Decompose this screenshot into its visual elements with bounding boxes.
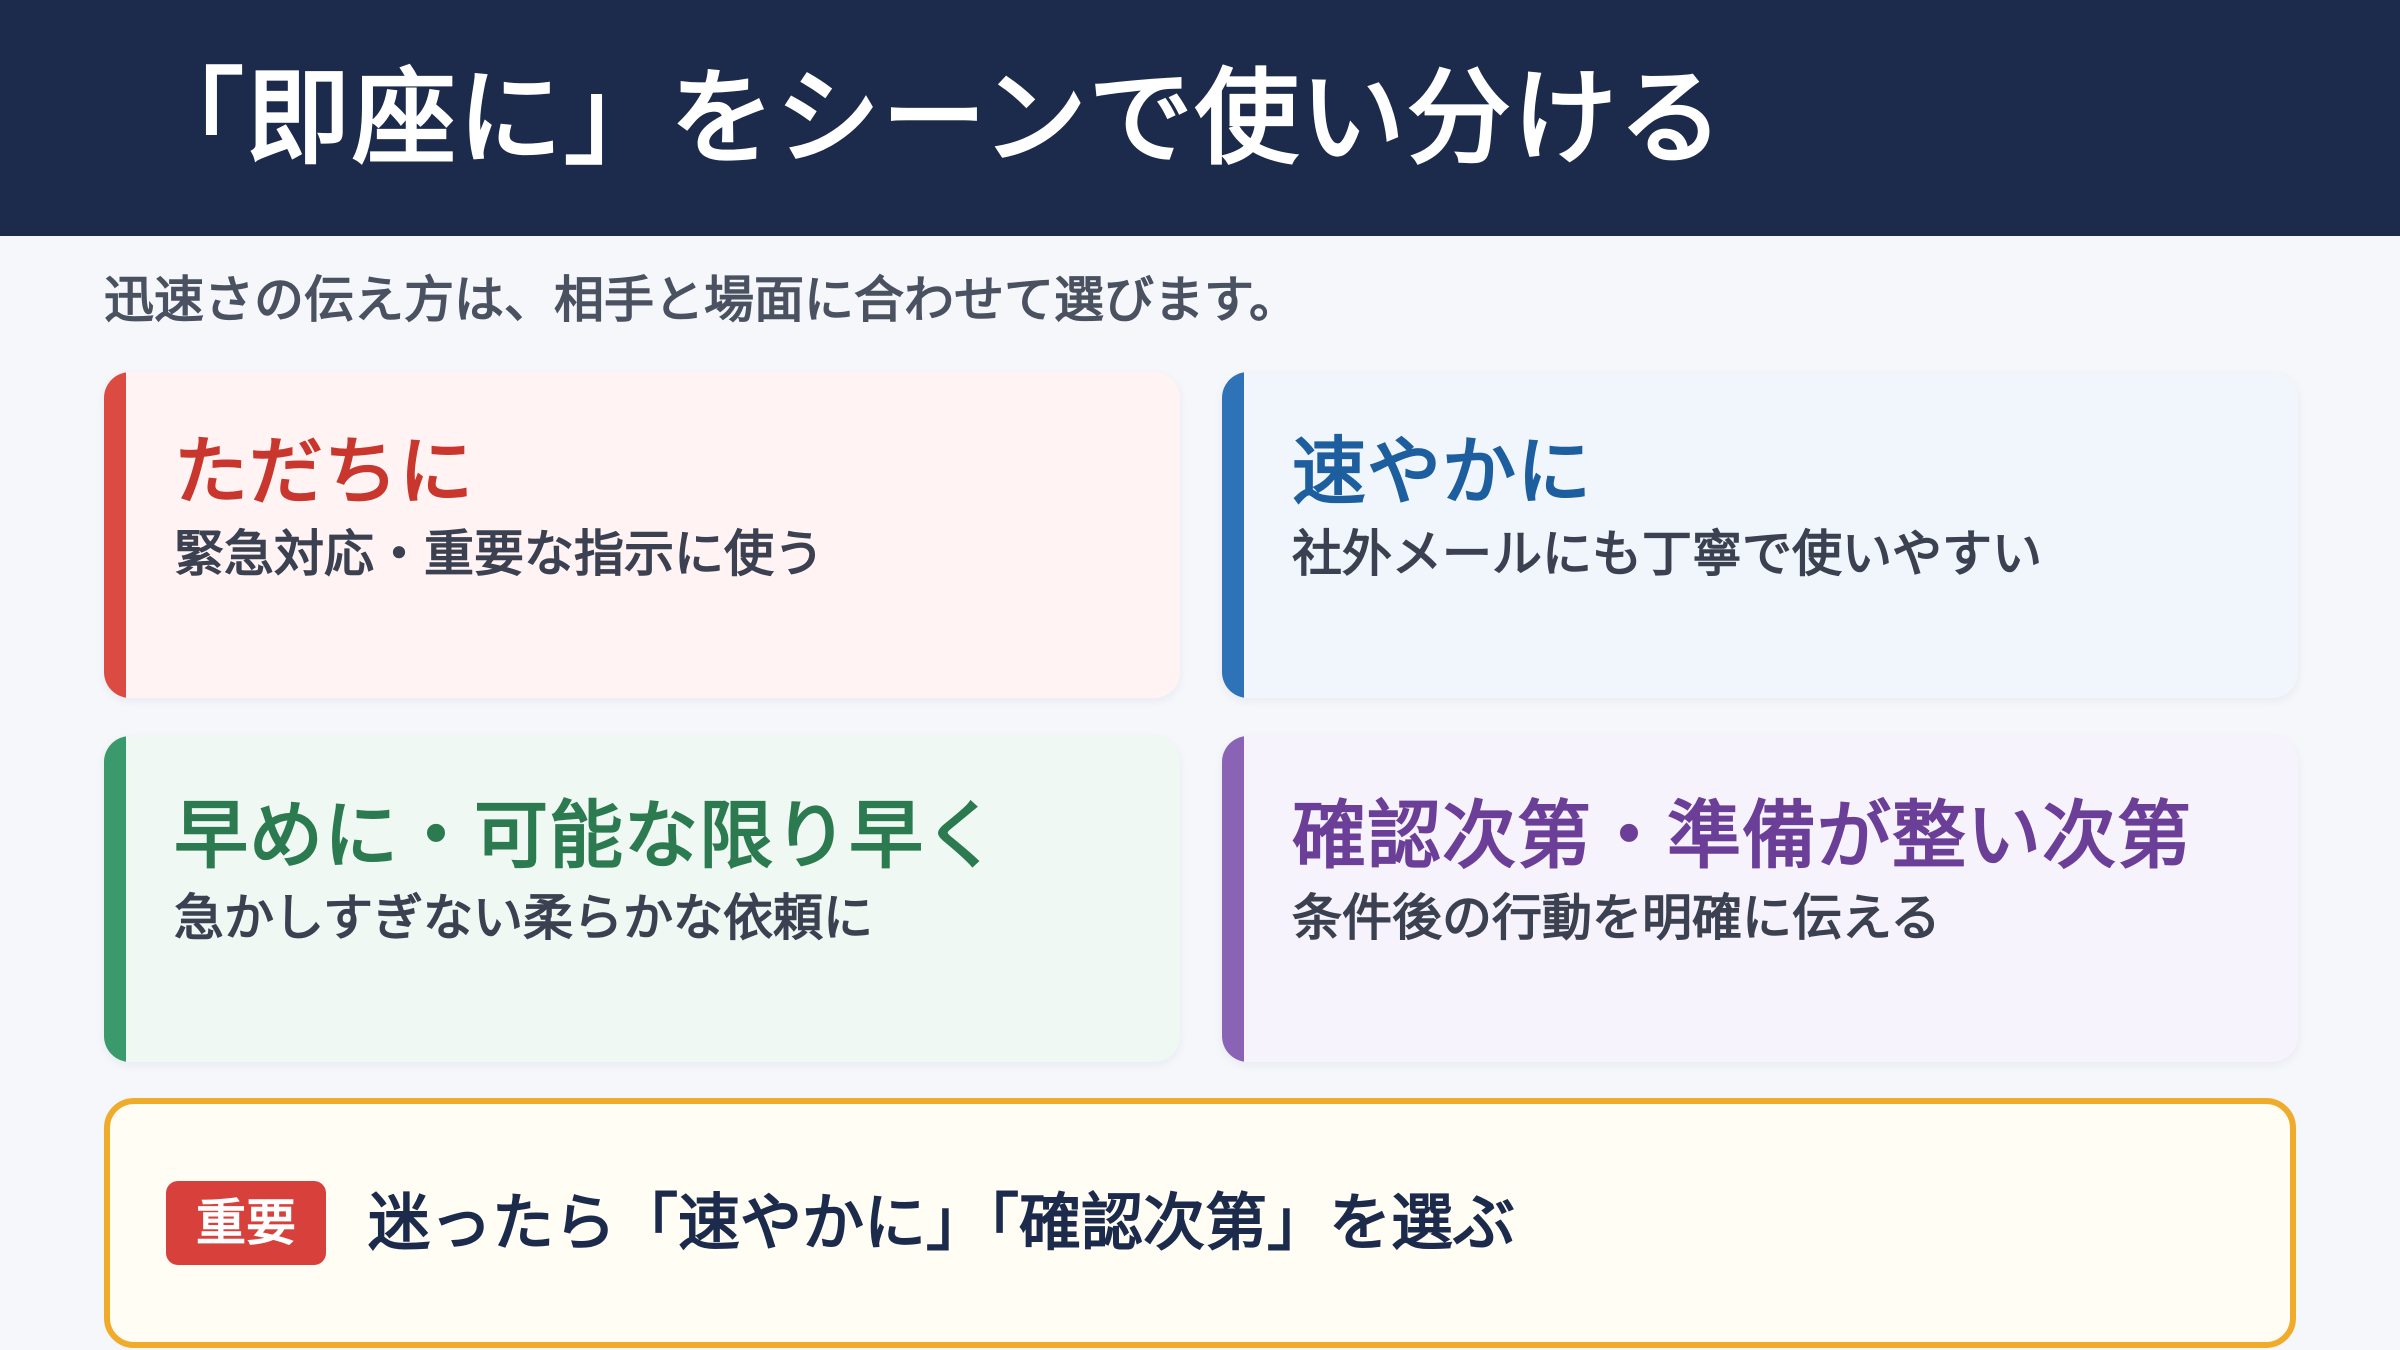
card-accent-bar	[1222, 736, 1244, 1062]
card-title: 速やかに	[1292, 429, 1592, 515]
card-hayameni: 早めに・可能な限り早く 急かしすぎない柔らかな依頼に	[104, 736, 1180, 1062]
card-kakunin-shidai: 確認次第・準備が整い次第 条件後の行動を明確に伝える	[1222, 736, 2298, 1062]
card-accent-bar	[104, 736, 126, 1062]
card-description: 条件後の行動を明確に伝える	[1292, 889, 1941, 947]
card-description: 社外メールにも丁寧で使いやすい	[1292, 525, 2042, 583]
card-description: 急かしすぎない柔らかな依頼に	[174, 889, 873, 947]
card-accent-bar	[1222, 372, 1244, 698]
card-title: ただちに	[174, 429, 474, 515]
card-description: 緊急対応・重要な指示に使う	[174, 525, 824, 583]
card-sumiyakani: 速やかに 社外メールにも丁寧で使いやすい	[1222, 372, 2298, 698]
important-callout: 重要 迷ったら「速やかに」「確認次第」を選ぶ	[104, 1098, 2296, 1348]
subtitle: 迅速さの伝え方は、相手と場面に合わせて選びます。	[104, 271, 1299, 329]
card-accent-bar	[104, 372, 126, 698]
card-tadachini: ただちに 緊急対応・重要な指示に使う	[104, 372, 1180, 698]
card-title: 早めに・可能な限り早く	[174, 793, 999, 879]
callout-text: 迷ったら「速やかに」「確認次第」を選ぶ	[368, 1185, 1516, 1259]
card-title: 確認次第・準備が整い次第	[1292, 793, 2192, 879]
header-bar: 「即座に」をシーンで使い分ける	[0, 0, 2400, 236]
important-badge: 重要	[166, 1181, 326, 1265]
page-title: 「即座に」をシーンで使い分ける	[140, 57, 1725, 179]
